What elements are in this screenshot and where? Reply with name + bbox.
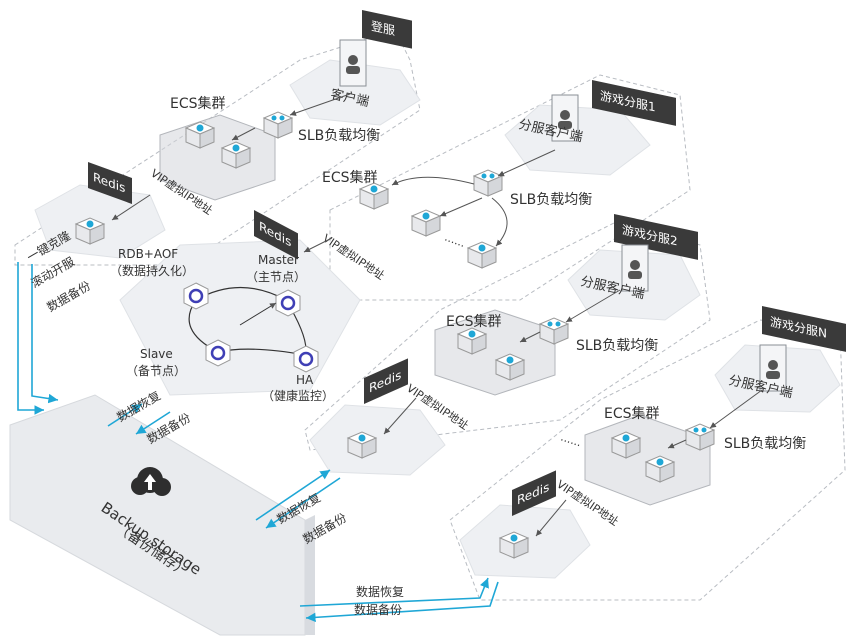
tag-shard2: 游戏分服2	[614, 214, 698, 260]
ecs-node	[466, 241, 498, 269]
flow-backup-cluster	[135, 411, 171, 435]
backup-flows	[17, 262, 499, 623]
master-label: Master	[258, 253, 299, 267]
flow-restore-cluster	[107, 403, 143, 427]
slb-node	[472, 169, 504, 197]
ecs-node	[494, 353, 526, 381]
backup-label-shardN: 数据备份	[354, 602, 402, 617]
slb-node	[684, 423, 716, 451]
flow-clone	[17, 262, 44, 415]
flow-backup-shardN	[305, 581, 499, 623]
tag-login: 登服	[362, 10, 412, 49]
ellipsis-shards: ......	[559, 430, 583, 449]
redis-node	[346, 431, 378, 459]
ecs-label-login: ECS集群	[170, 95, 226, 112]
zone-login-outline	[14, 29, 421, 266]
server-icon	[621, 244, 649, 292]
master-node	[275, 289, 301, 317]
ecs-node	[644, 455, 676, 483]
backup-storage: Backup storage （备份储存）	[9, 394, 315, 636]
slave-node	[205, 339, 231, 367]
slave-label: Slave	[140, 347, 173, 361]
plate-shard2-redis	[309, 404, 446, 476]
svg-text:登服: 登服	[371, 18, 395, 38]
restore-label-cluster: 数据恢复	[114, 388, 163, 425]
ecs-node	[220, 141, 252, 169]
connectors	[111, 93, 763, 537]
plates	[34, 59, 841, 579]
ha-label: HA	[296, 373, 314, 387]
ecs-label-shard2: ECS集群	[446, 313, 502, 330]
slb-node	[262, 111, 294, 139]
flow-restore-shard2	[255, 469, 331, 521]
slb-label-shardN: SLB负载均衡	[724, 436, 806, 452]
client-servers	[339, 39, 787, 392]
slb-label-shard2: SLB负载均衡	[576, 338, 658, 354]
server-icon	[339, 39, 367, 87]
tag-redis-login: Redis	[88, 162, 132, 205]
ecs-label-shardN: ECS集群	[604, 405, 660, 422]
cloud-upload-icon	[131, 467, 171, 496]
tag-redis-shard2: Redis	[364, 358, 408, 404]
ecs-node	[358, 182, 390, 210]
backup-label-login: 数据备份	[44, 278, 93, 315]
ecs-node	[456, 327, 488, 355]
flow-backup-login	[31, 264, 59, 404]
slave-sub-label: （备节点）	[126, 364, 186, 378]
redis-node	[74, 217, 106, 245]
server-icon	[551, 94, 579, 142]
ha-node	[293, 345, 319, 373]
flow-backup-shard2	[265, 477, 341, 529]
ecs-node	[410, 209, 442, 237]
ellipsis-shard1: ......	[443, 231, 467, 250]
zone-tags: 登服 游戏分服1 游戏分服2 游戏分服N Redis Redis Redis	[88, 10, 846, 516]
redis-node	[498, 531, 530, 559]
ecs-label-shard1: ECS集群	[322, 169, 378, 186]
flow-restore-shardN	[299, 577, 489, 607]
ha-sub-label: （健康监控）	[262, 388, 334, 403]
redis-ha-cluster	[183, 282, 319, 373]
master-sub-label: （主节点）	[246, 270, 306, 284]
slb-node	[538, 317, 570, 345]
zone-shardN-outline	[449, 319, 846, 601]
slb-label-shard1: SLB负载均衡	[510, 192, 592, 208]
tag-shardN: 游戏分服N	[762, 306, 846, 352]
plate-login-redis	[34, 184, 166, 259]
client-label: 客户端	[329, 86, 370, 110]
slb-label-login: SLB负载均衡	[298, 128, 380, 144]
tag-shard1: 游戏分服1	[592, 80, 676, 126]
rdb-aof-node	[183, 282, 209, 310]
ecs-node	[184, 121, 216, 149]
ecs-node	[610, 431, 642, 459]
plate-login-client	[289, 59, 421, 126]
cube-nodes	[74, 111, 716, 559]
tag-redis-shardN: Redis	[512, 470, 556, 516]
rdb-aof-label: RDB+AOF	[118, 247, 178, 261]
restore-label-shardN: 数据恢复	[356, 584, 404, 599]
zone-shard1-outline	[329, 74, 691, 301]
persist-label: （数据持久化）	[110, 263, 194, 278]
server-icon	[759, 344, 787, 392]
